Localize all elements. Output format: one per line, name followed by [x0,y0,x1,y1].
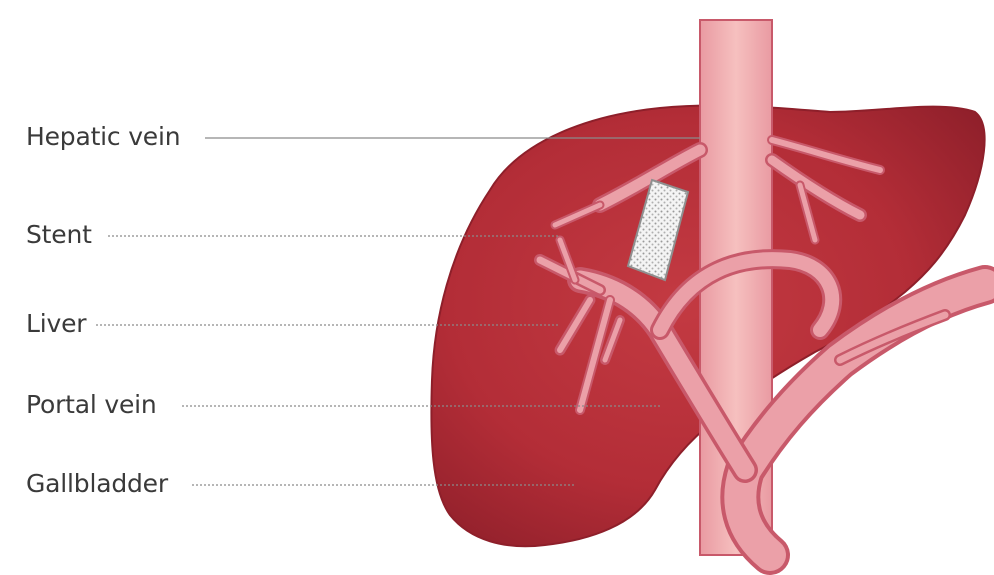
label-portal-vein: Portal vein [26,392,157,417]
label-liver: Liver [26,311,86,336]
label-gallbladder: Gallbladder [26,471,168,496]
label-stent: Stent [26,222,92,247]
label-hepatic-vein: Hepatic vein [26,124,180,149]
